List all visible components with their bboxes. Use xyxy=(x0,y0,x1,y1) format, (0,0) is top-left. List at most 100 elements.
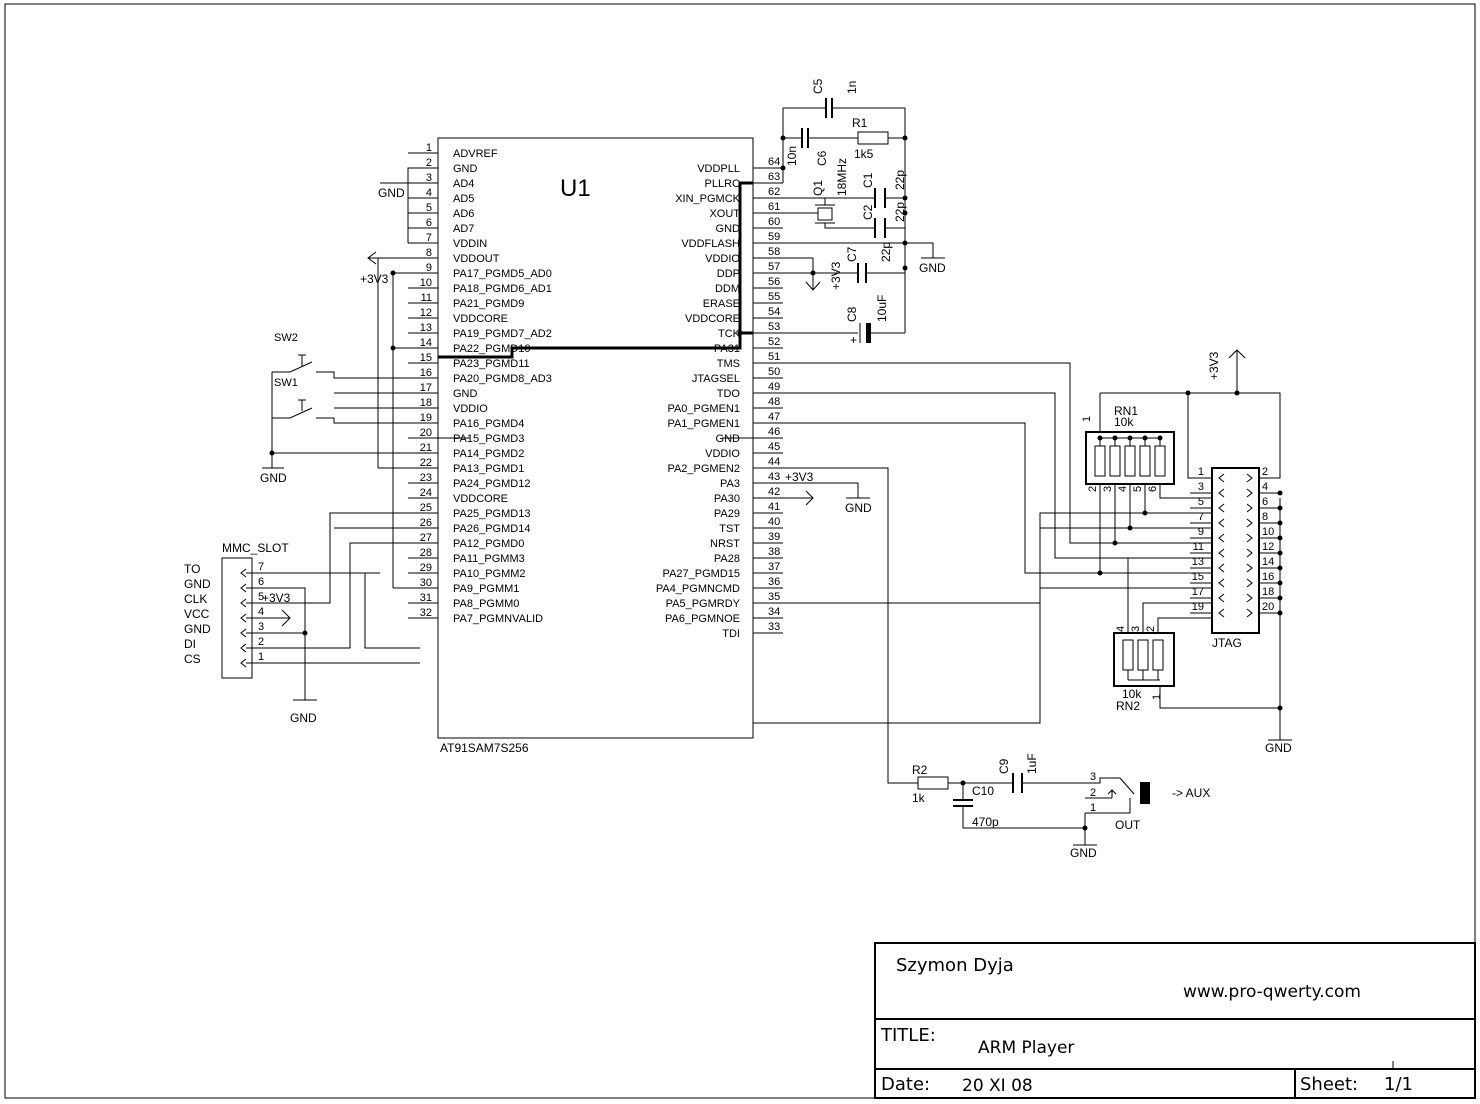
pin-name: PA28 xyxy=(714,553,740,565)
vddcore-bus xyxy=(438,181,753,359)
pin-name: VDDIO xyxy=(705,448,740,460)
tb-date-label: Date: xyxy=(881,1074,930,1095)
sw2 xyxy=(272,354,420,379)
tb-sheet: 1/1 xyxy=(1384,1074,1413,1095)
pin-number: 14 xyxy=(420,337,432,349)
mmc-pin-number: 4 xyxy=(258,606,264,618)
pin-name: PA2_PGMEN2 xyxy=(667,463,740,475)
pin-number: 23 xyxy=(420,472,432,484)
rn1-pin-number: 6 xyxy=(1147,486,1159,492)
pin-number: 9 xyxy=(426,262,432,274)
pin-name: VDDCORE xyxy=(453,313,508,325)
pin-number: 26 xyxy=(420,517,432,529)
v33-label-46: +3V3 xyxy=(785,470,814,484)
pin-number: 1 xyxy=(426,142,432,154)
jtag-pin-number-even: 4 xyxy=(1262,481,1268,493)
mmc-pin-number: 3 xyxy=(258,621,264,633)
pin-name: PLLRC xyxy=(705,178,741,190)
tb-url: www.pro-qwerty.com xyxy=(1183,982,1361,1002)
c7-val: 22p xyxy=(879,242,893,262)
r1 xyxy=(857,131,889,145)
jtag-pin-number-even: 20 xyxy=(1262,601,1274,613)
c8-plus: + xyxy=(850,333,857,347)
pin-number: 15 xyxy=(420,352,432,364)
pin-name: AD5 xyxy=(453,193,474,205)
c1-ref: C1 xyxy=(861,172,875,188)
c10-val: 470p xyxy=(972,815,999,829)
pin-number: 59 xyxy=(768,231,780,243)
r2-ref: R2 xyxy=(912,763,928,777)
pin-name: PA30 xyxy=(714,493,740,505)
pin-number: 62 xyxy=(768,186,780,198)
rn1-ref: RN1 xyxy=(1114,404,1138,418)
pin-name: PA1_PGMEN1 xyxy=(667,418,740,430)
pin-number: 21 xyxy=(420,442,432,454)
pin-name: TDI xyxy=(722,628,740,640)
q1-ref: Q1 xyxy=(811,180,825,196)
rn2-ref: RN2 xyxy=(1116,699,1140,713)
pin-number: 13 xyxy=(420,322,432,334)
pin-name: PA15_PGMD3 xyxy=(453,433,524,445)
rn1-pin-number: 1 xyxy=(1081,416,1093,422)
pin-name: PA4_PGMNCMD xyxy=(656,583,740,595)
pin-name: PA26_PGMD14 xyxy=(453,523,530,535)
pin-name: PA23_PGMD11 xyxy=(453,358,530,370)
pin-number: 44 xyxy=(768,456,780,468)
c8-ref: C8 xyxy=(845,306,859,322)
left-wiring: GND +3V3 SW2 SW1 GND xyxy=(260,167,420,589)
pin-number: 54 xyxy=(768,306,780,318)
pin-number: 53 xyxy=(768,321,780,333)
jtag-pin-number-odd: 11 xyxy=(1193,541,1204,553)
rn2-resistor xyxy=(1152,639,1164,671)
v33-arrow-45 xyxy=(805,490,814,506)
v33-arrow-left xyxy=(367,251,377,265)
pin-number: 45 xyxy=(768,441,780,453)
pin-name: PA10_PGMM2 xyxy=(453,568,526,580)
jtag-pin-number-odd: 1 xyxy=(1198,466,1204,478)
pin-number: 22 xyxy=(420,457,432,469)
pin-name: XIN_PGMCK xyxy=(675,193,740,205)
pin-number: 39 xyxy=(768,531,780,543)
chip-u1-ref: U1 xyxy=(560,175,591,202)
pin-name: PA19_PGMD7_AD2 xyxy=(453,328,552,340)
pin-number: 2 xyxy=(426,157,432,169)
rn2-resistor xyxy=(1137,639,1149,671)
pin-number: 58 xyxy=(768,246,780,258)
c9-val: 1uF xyxy=(1025,753,1039,774)
pin-number: 50 xyxy=(768,366,780,378)
pin-name: GND xyxy=(453,163,478,175)
pin-name: VDDOUT xyxy=(453,253,500,265)
pin-number: 57 xyxy=(768,261,780,273)
v33-label-jtag: +3V3 xyxy=(1207,351,1221,380)
rn2-body xyxy=(1113,632,1175,687)
pin-name: PA20_PGMD8_AD3 xyxy=(453,373,552,385)
c1-val: 22p xyxy=(893,170,907,190)
pin-name: PA3 xyxy=(720,478,740,490)
pin-number: 27 xyxy=(420,532,432,544)
rn2-pin-number: 1 xyxy=(1151,694,1163,700)
pin-name: NRST xyxy=(710,538,740,550)
rn1-resistor xyxy=(1109,445,1121,477)
pin-name: VDDCORE xyxy=(453,493,508,505)
q1 xyxy=(817,207,833,221)
c9-ref: C9 xyxy=(997,758,1011,774)
pin-number: 37 xyxy=(768,561,780,573)
